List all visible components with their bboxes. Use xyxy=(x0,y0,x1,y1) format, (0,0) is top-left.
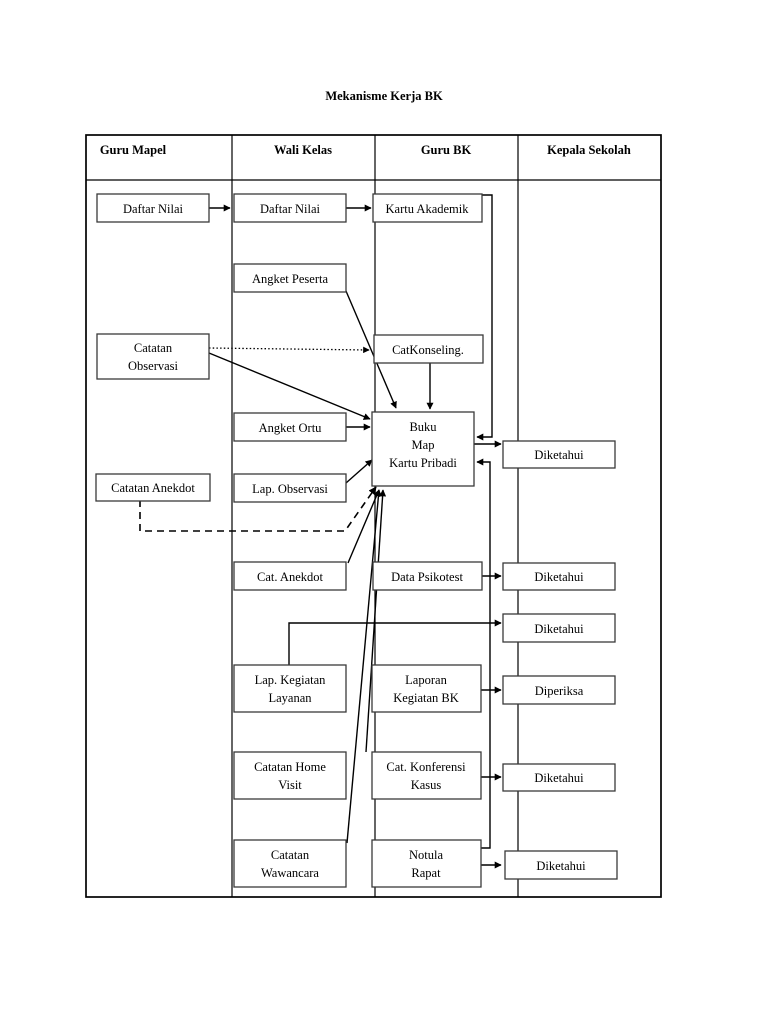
node-label-line1: Laporan xyxy=(405,673,447,687)
node-label: Diketahui xyxy=(536,859,586,873)
node-label-line2: Kegiatan BK xyxy=(393,691,459,705)
node-kartu-akademik[interactable]: Kartu Akademik xyxy=(372,193,483,223)
node-cat-konferensi-kasus[interactable]: Cat. Konferensi Kasus xyxy=(371,751,482,800)
node-label: Angket Peserta xyxy=(252,272,328,286)
node-catatan-home-visit[interactable]: Catatan Home Visit xyxy=(233,751,347,800)
swimlane-table-frame xyxy=(85,134,662,898)
node-diketahui-1[interactable]: Diketahui xyxy=(502,440,616,469)
node-label: Lap. Observasi xyxy=(252,482,328,496)
node-notula-rapat[interactable]: Notula Rapat xyxy=(371,839,482,888)
node-label-line3: Kartu Pribadi xyxy=(389,456,457,470)
node-cat-anekdot[interactable]: Cat. Anekdot xyxy=(233,561,347,591)
node-label: Diketahui xyxy=(534,771,584,785)
node-angket-ortu[interactable]: Angket Ortu xyxy=(233,412,347,442)
node-diketahui-5[interactable]: Diketahui xyxy=(504,850,618,880)
page-title: Mekanisme Kerja BK xyxy=(325,89,443,103)
node-laporan-kegiatan-bk[interactable]: Laporan Kegiatan BK xyxy=(371,664,482,713)
connector-layer xyxy=(139,194,502,869)
node-label: Daftar Nilai xyxy=(123,202,184,216)
edge-notula-rapat-to-buku-map xyxy=(476,458,491,849)
node-label: Cat. Anekdot xyxy=(257,570,323,584)
node-label-line2: Map xyxy=(412,438,435,452)
node-label: Diketahui xyxy=(534,622,584,636)
node-buku-map-kartu-pribadi[interactable]: Buku Map Kartu Pribadi xyxy=(371,411,475,487)
node-label-line2: Observasi xyxy=(128,359,179,373)
node-label-line1: Catatan xyxy=(271,848,310,862)
node-label: Diketahui xyxy=(534,448,584,462)
node-lap-observasi[interactable]: Lap. Observasi xyxy=(233,473,347,503)
node-diketahui-3[interactable]: Diketahui xyxy=(502,613,616,643)
node-diketahui-4[interactable]: Diketahui xyxy=(502,763,616,792)
node-lap-kegiatan-layanan[interactable]: Lap. Kegiatan Layanan xyxy=(233,664,347,713)
node-label-line1: Buku xyxy=(409,420,437,434)
node-label-line2: Visit xyxy=(278,778,302,792)
node-daftar-nilai-mapel[interactable]: Daftar Nilai xyxy=(96,193,210,223)
column-header-wali-kelas: Wali Kelas xyxy=(274,143,332,157)
node-label: Diketahui xyxy=(534,570,584,584)
node-label: Data Psikotest xyxy=(391,570,463,584)
node-label-line2: Kasus xyxy=(411,778,442,792)
node-diketahui-2[interactable]: Diketahui xyxy=(502,562,616,591)
column-header-guru-mapel: Guru Mapel xyxy=(100,143,167,157)
node-catatan-anekdot[interactable]: Catatan Anekdot xyxy=(95,473,211,502)
node-label: Kartu Akademik xyxy=(386,202,470,216)
node-angket-peserta[interactable]: Angket Peserta xyxy=(233,263,347,293)
edge-lap-kegiatan-to-diketahui xyxy=(288,619,502,665)
edge-catatan-observasi-to-buku-map xyxy=(208,352,371,420)
node-cat-konseling[interactable]: CatKonseling. xyxy=(373,334,484,364)
node-daftar-nilai-wali[interactable]: Daftar Nilai xyxy=(233,193,347,223)
node-label-line1: Catatan Home xyxy=(254,760,326,774)
node-label-line1: Notula xyxy=(409,848,443,862)
node-catatan-wawancara[interactable]: Catatan Wawancara xyxy=(233,839,347,888)
node-label-line2: Rapat xyxy=(411,866,441,880)
edge-catatan-home-visit-to-buku-map xyxy=(365,489,387,753)
node-label-line1: Catatan xyxy=(134,341,173,355)
node-label-line2: Wawancara xyxy=(261,866,319,880)
edge-lap-observasi-to-buku-map xyxy=(345,459,373,484)
column-header-guru-bk: Guru BK xyxy=(421,143,472,157)
node-catatan-observasi[interactable]: Catatan Observasi xyxy=(96,333,210,380)
column-headers: Guru Mapel Wali Kelas Guru BK Kepala Sek… xyxy=(100,143,631,157)
node-label: Diperiksa xyxy=(535,684,584,698)
edge-angket-peserta-to-buku-map xyxy=(345,290,397,409)
edge-cat-anekdot-to-buku-map xyxy=(347,489,380,564)
node-data-psikotest[interactable]: Data Psikotest xyxy=(372,561,483,591)
edge-kartu-akademik-to-buku-map xyxy=(476,194,493,441)
node-label-line1: Cat. Konferensi xyxy=(386,760,466,774)
node-label-line2: Layanan xyxy=(268,691,312,705)
node-label: Daftar Nilai xyxy=(260,202,321,216)
edge-catatan-observasi-to-catkonseling xyxy=(208,346,370,354)
node-diperiksa[interactable]: Diperiksa xyxy=(502,675,616,705)
column-header-kepala-sekolah: Kepala Sekolah xyxy=(547,143,631,157)
edge-catatan-wawancara-to-buku-map xyxy=(346,489,382,844)
node-label-line1: Lap. Kegiatan xyxy=(255,673,327,687)
node-label: Catatan Anekdot xyxy=(111,481,195,495)
node-label: CatKonseling. xyxy=(392,343,464,357)
node-label: Angket Ortu xyxy=(259,421,323,435)
edge-catatan-anekdot-to-buku-map xyxy=(139,486,377,532)
